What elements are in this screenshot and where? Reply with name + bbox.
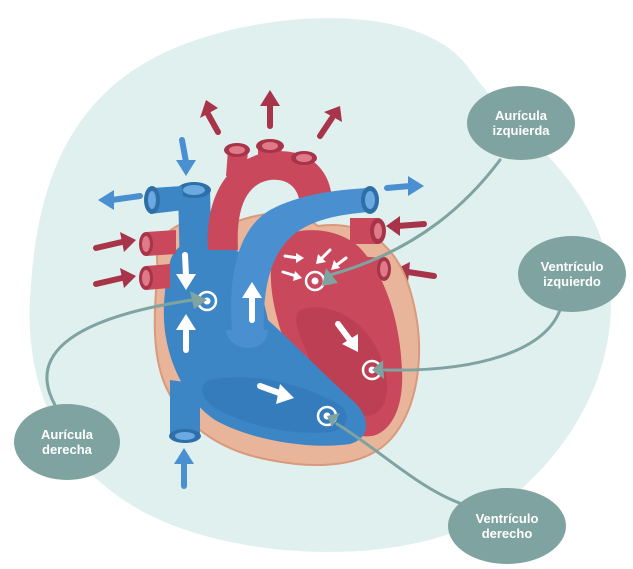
inferior-vena-cava bbox=[169, 380, 201, 443]
left-ventricle-label-line1: Ventrículo bbox=[541, 259, 604, 274]
right-ventricle-label: Ventrículo derecho bbox=[448, 488, 566, 564]
left-atrium-label-line2: izquierda bbox=[492, 123, 549, 138]
left-atrium-label-line1: Aurícula bbox=[492, 108, 549, 123]
brachiocephalic-vein bbox=[144, 186, 184, 214]
left-atrium-label: Aurícula izquierda bbox=[467, 86, 575, 160]
right-atrium-label: Aurícula derecha bbox=[14, 404, 120, 480]
left-ventricle-label: Ventrículo izquierdo bbox=[518, 236, 626, 312]
right-ventricle-label-line1: Ventrículo bbox=[476, 511, 539, 526]
right-atrium-label-line2: derecha bbox=[41, 442, 93, 457]
right-ventricle-label-line2: derecho bbox=[476, 526, 539, 541]
right-atrium-label-line1: Aurícula bbox=[41, 427, 93, 442]
left-ventricle-label-line2: izquierdo bbox=[541, 274, 604, 289]
